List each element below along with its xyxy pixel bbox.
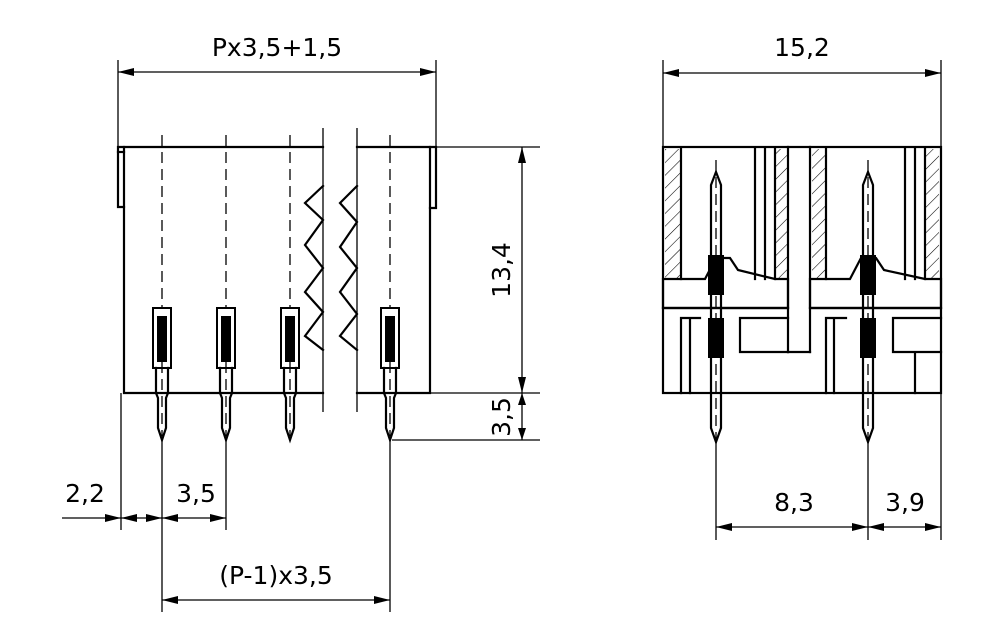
side-view-housing xyxy=(661,145,943,395)
pin-length-label: 3,5 xyxy=(487,397,516,437)
front-pin-3 xyxy=(280,307,300,444)
front-pin-4 xyxy=(380,307,400,444)
row-spacing-label: 8,3 xyxy=(774,488,814,517)
front-pin-2 xyxy=(216,307,236,444)
side-width-label: 15,2 xyxy=(774,33,830,62)
width-label: Px3,5+1,5 xyxy=(212,33,342,62)
dimension-side-edge-offset: 3,9 xyxy=(868,393,942,540)
pitch-label: 3,5 xyxy=(176,479,216,508)
pin-centerlines xyxy=(161,135,391,310)
front-view: Px3,5+1,5 13,4 3,5 2,2 xyxy=(62,33,540,612)
span-label: (P-1)x3,5 xyxy=(219,561,333,590)
dimension-edge-offset: 2,2 xyxy=(62,393,163,612)
height-label: 13,4 xyxy=(487,242,516,298)
side-section-view: 15,2 8,3 3,9 xyxy=(661,33,943,540)
dimension-side-width: 15,2 xyxy=(662,33,942,147)
dimension-row-spacing: 8,3 xyxy=(715,442,869,540)
dimension-pitch: 3,5 xyxy=(162,440,227,530)
dimension-pin-length: 3,5 xyxy=(392,393,540,441)
side-pin-1 xyxy=(708,160,724,446)
dimension-height: 13,4 xyxy=(430,146,540,394)
edge-offset-label: 2,2 xyxy=(65,479,105,508)
front-pin-1 xyxy=(152,307,172,444)
side-pin-2 xyxy=(860,160,876,446)
side-edge-offset-label: 3,9 xyxy=(885,488,925,517)
dimension-total-width: Px3,5+1,5 xyxy=(117,33,437,147)
break-lines xyxy=(303,128,359,412)
dimension-span: (P-1)x3,5 xyxy=(162,440,391,612)
